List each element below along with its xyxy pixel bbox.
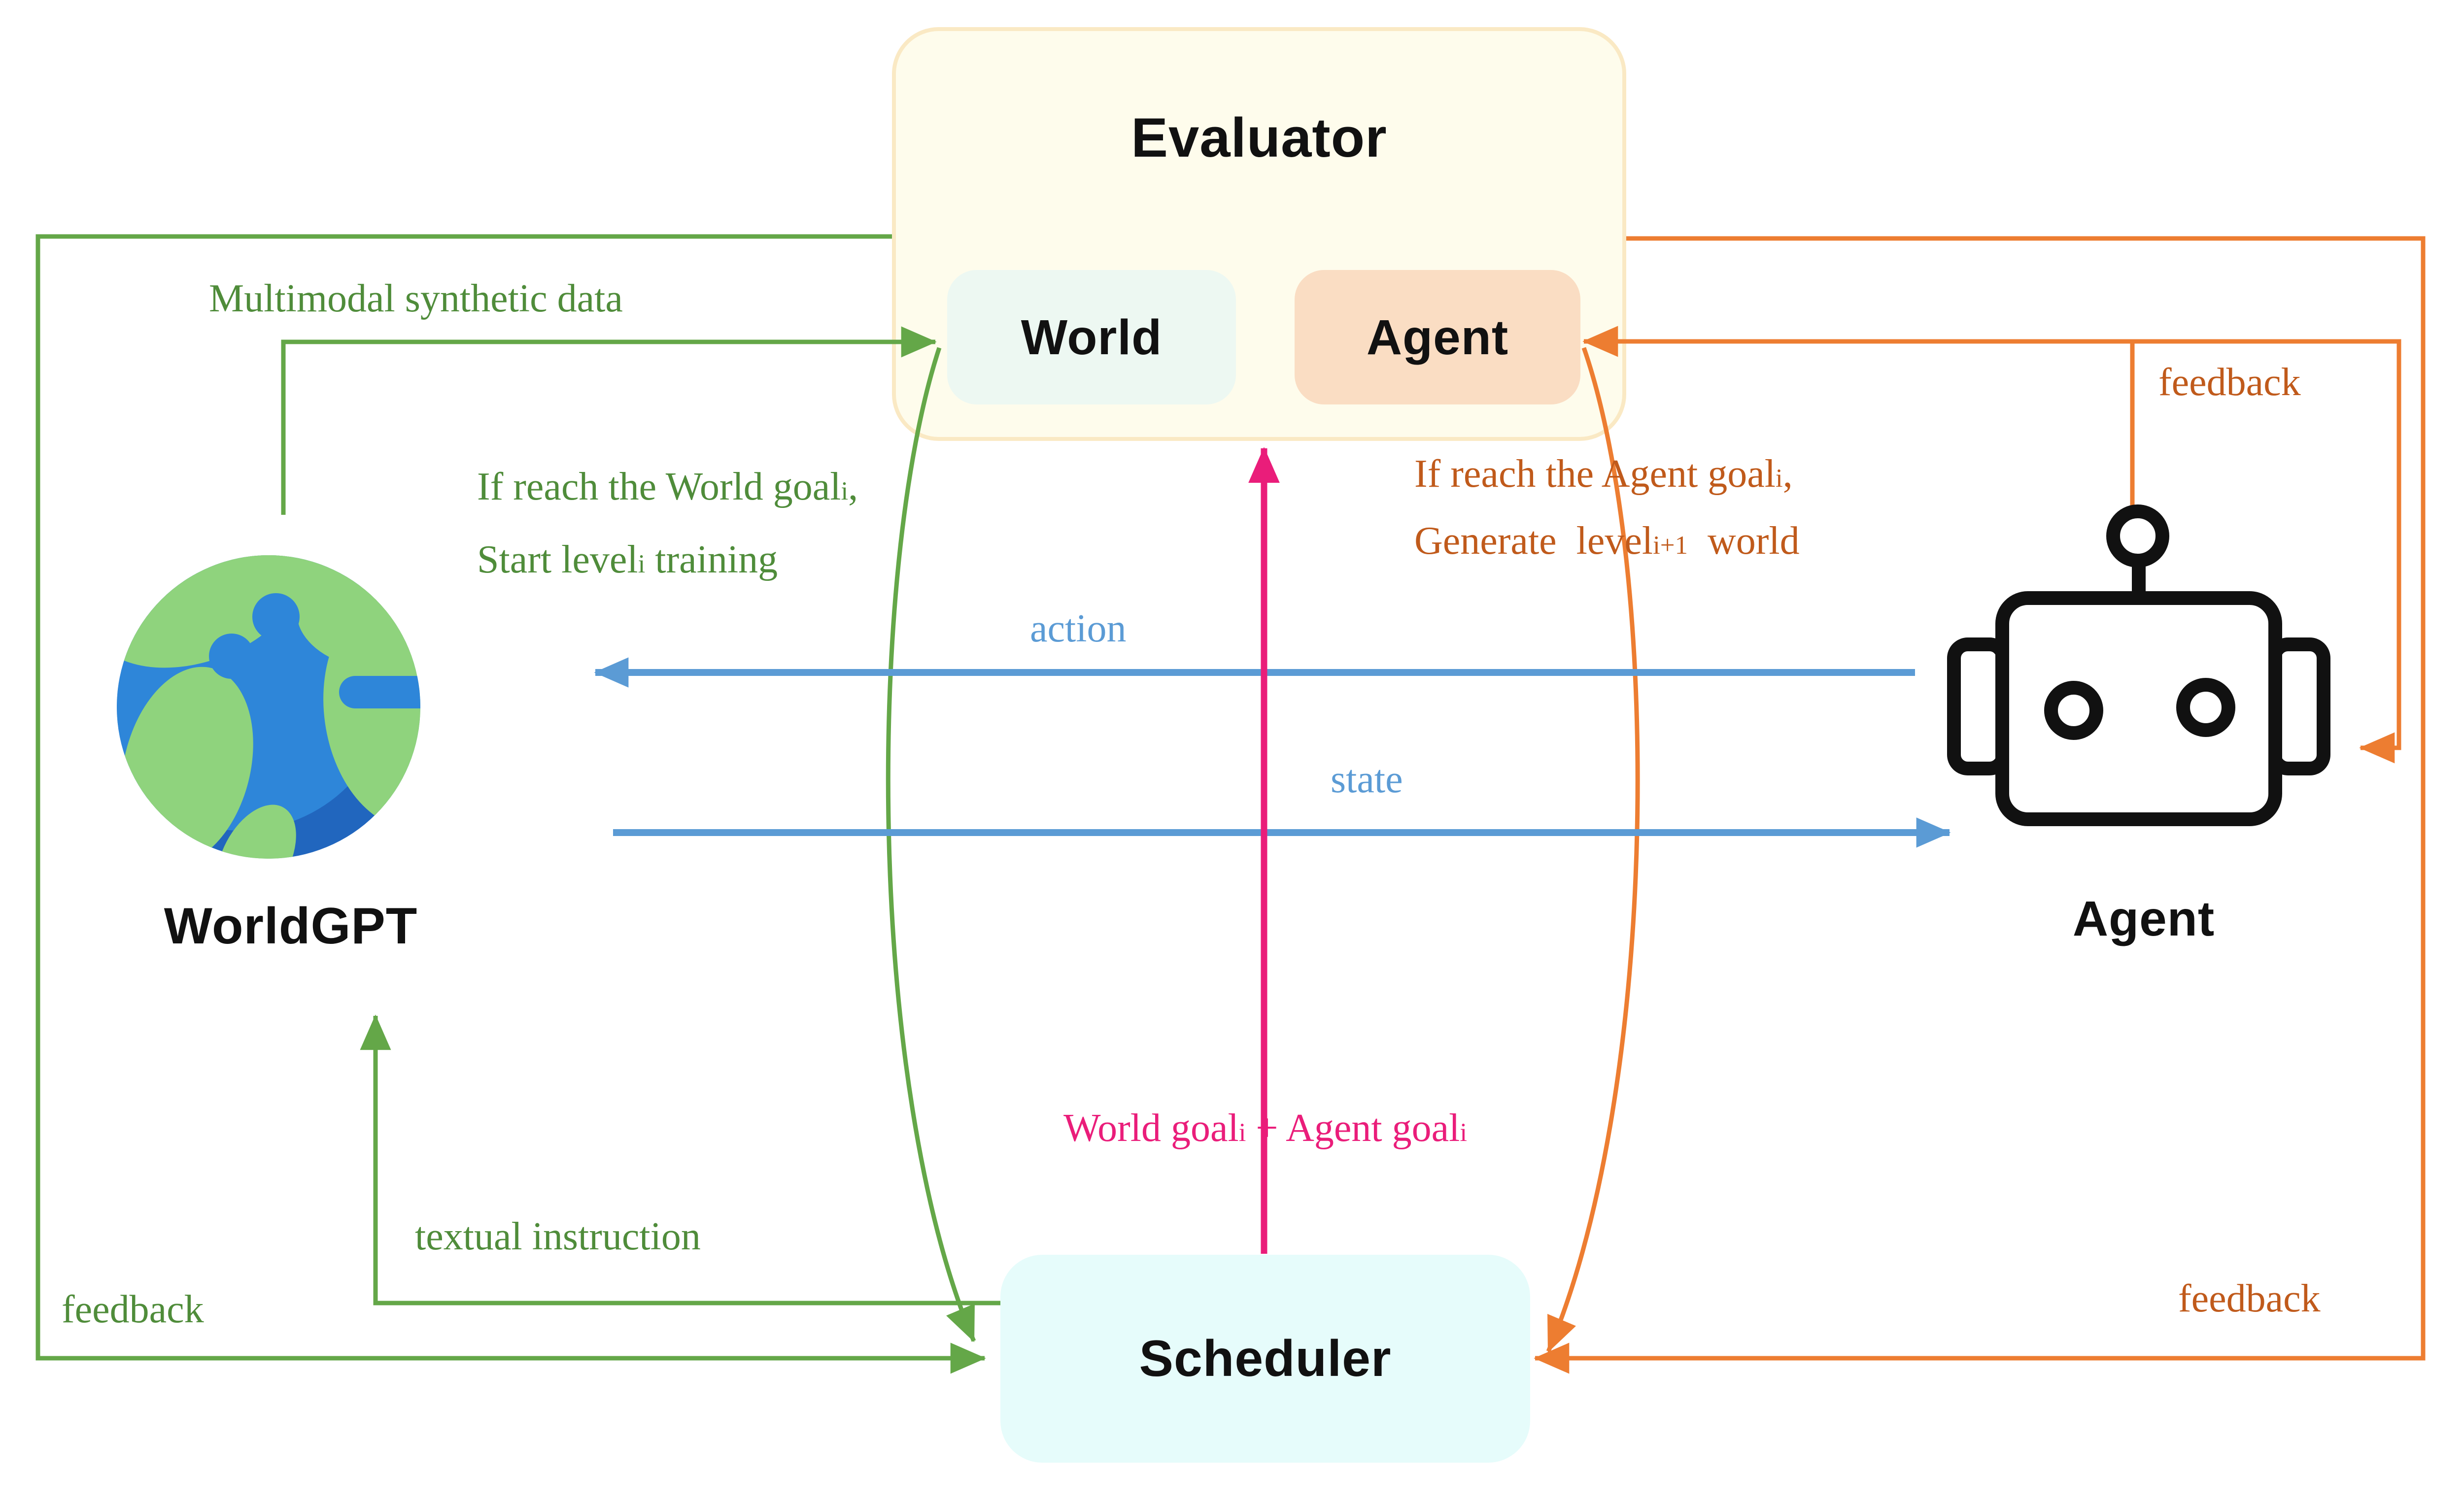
robot-icon <box>1947 504 2330 826</box>
robot-head <box>1995 591 2282 826</box>
green-feedback-loop-arrow <box>35 234 986 1374</box>
robot-antenna-tip <box>2106 504 2169 568</box>
orange-feedback-loop-arrow <box>1534 236 2426 1374</box>
multimodal-data-label: Multimodal synthetic data <box>209 277 623 320</box>
textual-instruction-arrow <box>360 1014 1000 1306</box>
feedback-label-bottom-left: feedback <box>62 1288 204 1331</box>
state-label: state <box>1331 758 1403 801</box>
textual-instruction-label: textual instruction <box>415 1215 701 1258</box>
agent-goal-text-line2: Generate leveli+1 world <box>1414 519 1800 563</box>
world-goal-text-line2: Start leveli training <box>477 538 778 581</box>
worldgpt-label: WorldGPT <box>164 898 418 955</box>
world-goal-text-line1: If reach the World goali, <box>477 465 858 508</box>
world-goal-curve-arrow <box>886 347 976 1342</box>
feedback-label-bottom-right: feedback <box>2178 1277 2321 1320</box>
evaluator-world-label: World <box>1021 309 1163 365</box>
robot-right-eye <box>2176 678 2235 737</box>
evaluator-world-box <box>947 270 1236 404</box>
action-label: action <box>1030 607 1127 650</box>
agent-goal-curve-arrow <box>1546 347 1640 1353</box>
agent-label: Agent <box>2072 891 2215 946</box>
robot-left-eye <box>2044 681 2103 740</box>
multimodal-data-arrow <box>281 326 937 515</box>
agent-goal-text-line1: If reach the Agent goali, <box>1414 452 1793 496</box>
goal-sum-label: World goali + Agent goali <box>1063 1106 1467 1150</box>
globe-icon <box>117 555 420 859</box>
feedback-label-top-right: feedback <box>2158 361 2301 404</box>
scheduler-label: Scheduler <box>1139 1330 1392 1387</box>
evaluator-agent-label: Agent <box>1366 309 1509 365</box>
scheduler-box <box>1000 1255 1530 1463</box>
evaluator-title: Evaluator <box>1131 107 1387 168</box>
agent-feedback-arrow <box>1582 326 2401 764</box>
evaluator-agent-box <box>1295 270 1580 404</box>
